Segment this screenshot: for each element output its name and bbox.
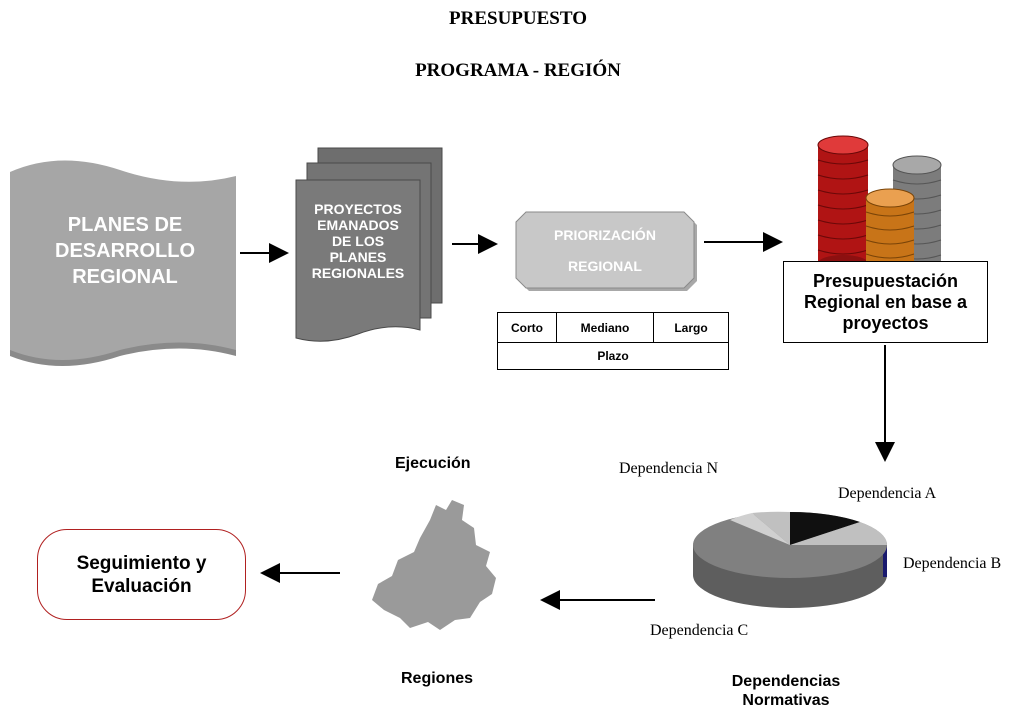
presupuestacion-line2: Regional en base a (803, 291, 968, 312)
planes-desarrollo-label: PLANES DE DESARROLLO REGIONAL (30, 212, 220, 290)
planes-desarrollo-shape (10, 160, 236, 366)
dependencias-pie-chart (693, 511, 888, 608)
plazo-corto-cell: Corto (497, 312, 557, 343)
planes-line3: REGIONAL (72, 266, 178, 288)
regiones-label: Regiones (401, 670, 474, 687)
presupuestacion-box: Presupuestación Regional en base a proye… (783, 261, 988, 343)
proyectos-label: PROYECTOS EMANADOS DE LOS PLANES REGIONA… (296, 201, 420, 281)
presupuestacion-line1: Presupuestación (812, 270, 959, 291)
pie-slice-dep-b (790, 522, 888, 545)
dependencias-normativas-caption: Dependencias Normativas (700, 672, 872, 710)
priorizacion-line2: REGIONAL (568, 258, 642, 274)
seguimiento-evaluacion-box: Seguimiento y Evaluación (37, 529, 246, 620)
proyectos-line2: EMANADOS (317, 217, 399, 233)
priorizacion-label: PRIORIZACIÓN REGIONAL (516, 220, 694, 282)
plazo-table: Corto Mediano Largo Plazo (497, 312, 729, 370)
dependencias-caption-line1: Dependencias (731, 673, 841, 690)
presupuestacion-line3: proyectos (842, 312, 929, 333)
planes-line2: DESARROLLO (55, 240, 195, 262)
dependencia-a-label: Dependencia A (838, 485, 937, 502)
plazo-largo-cell: Largo (653, 312, 729, 343)
proyectos-line1: PROYECTOS (314, 201, 402, 217)
dependencias-caption-line2: Normativas (742, 692, 830, 709)
ejecucion-label: Ejecución (395, 455, 471, 472)
proyectos-line5: REGIONALES (311, 265, 405, 281)
title-presupuesto: PRESUPUESTO (449, 8, 587, 29)
pie-slice-dep-a (790, 511, 860, 545)
proyectos-line4: PLANES (329, 249, 387, 265)
seguimiento-line1: Seguimiento y (76, 552, 207, 574)
dependencia-b-label: Dependencia B (903, 555, 1002, 572)
priorizacion-line1: PRIORIZACIÓN (554, 227, 656, 243)
proyectos-line3: DE LOS (331, 233, 385, 249)
plazo-mediano-cell: Mediano (556, 312, 654, 343)
planes-line1: PLANES DE (67, 214, 183, 236)
priorizacion-shape (515, 211, 697, 291)
dependencia-c-label: Dependencia C (650, 622, 749, 639)
plazo-header-cell: Plazo (497, 342, 729, 370)
dependencia-n-label: Dependencia N (619, 460, 719, 477)
title-programa-region: PROGRAMA - REGIÓN (415, 60, 621, 81)
seguimiento-line2: Evaluación (91, 575, 192, 597)
region-map-shape (372, 500, 496, 630)
proyectos-documents-shape (295, 147, 443, 342)
pie-slice-dep-n (752, 511, 790, 545)
